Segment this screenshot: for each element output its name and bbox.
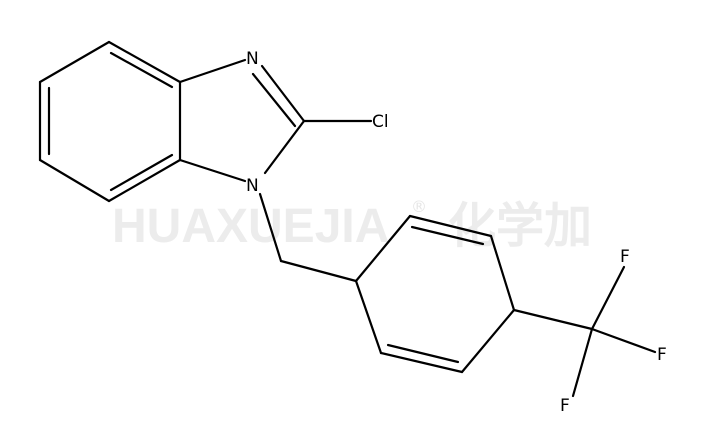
bonds: [38, 40, 657, 398]
bond: [512, 308, 594, 331]
bond: [408, 214, 493, 238]
bond: [107, 40, 182, 84]
bond: [109, 51, 174, 89]
bond: [590, 327, 657, 354]
bond: [354, 214, 412, 283]
atom-label-f3: F: [560, 396, 570, 416]
bond: [38, 158, 111, 203]
bond: [279, 259, 358, 283]
bond: [379, 351, 464, 374]
bond: [354, 279, 383, 355]
watermark-chinese-text: 化学加: [448, 200, 592, 253]
atom-labels: N N Cl F F F: [246, 49, 667, 416]
bond: [489, 234, 516, 312]
bond: [460, 308, 516, 374]
bond: [386, 343, 460, 364]
bond: [410, 225, 485, 246]
watermark: HUAXUEJIA ® 化学加: [112, 197, 592, 253]
atom-label-f2: F: [657, 345, 667, 365]
bond: [260, 64, 306, 123]
bond: [178, 58, 247, 84]
bond: [251, 72, 297, 128]
bond: [263, 119, 306, 175]
bond: [109, 153, 174, 192]
atom-label-cl: Cl: [372, 112, 389, 132]
atom-label-f1: F: [620, 247, 630, 267]
watermark-registered-mark: ®: [411, 197, 427, 216]
bond: [178, 158, 247, 183]
bond: [590, 265, 626, 331]
bond: [38, 40, 111, 84]
atom-label-n3: N: [246, 49, 259, 69]
bond: [107, 158, 182, 203]
atom-label-n1: N: [246, 176, 259, 196]
bond: [258, 192, 283, 263]
bond: [571, 327, 594, 398]
watermark-text: HUAXUEJIA: [112, 200, 389, 253]
